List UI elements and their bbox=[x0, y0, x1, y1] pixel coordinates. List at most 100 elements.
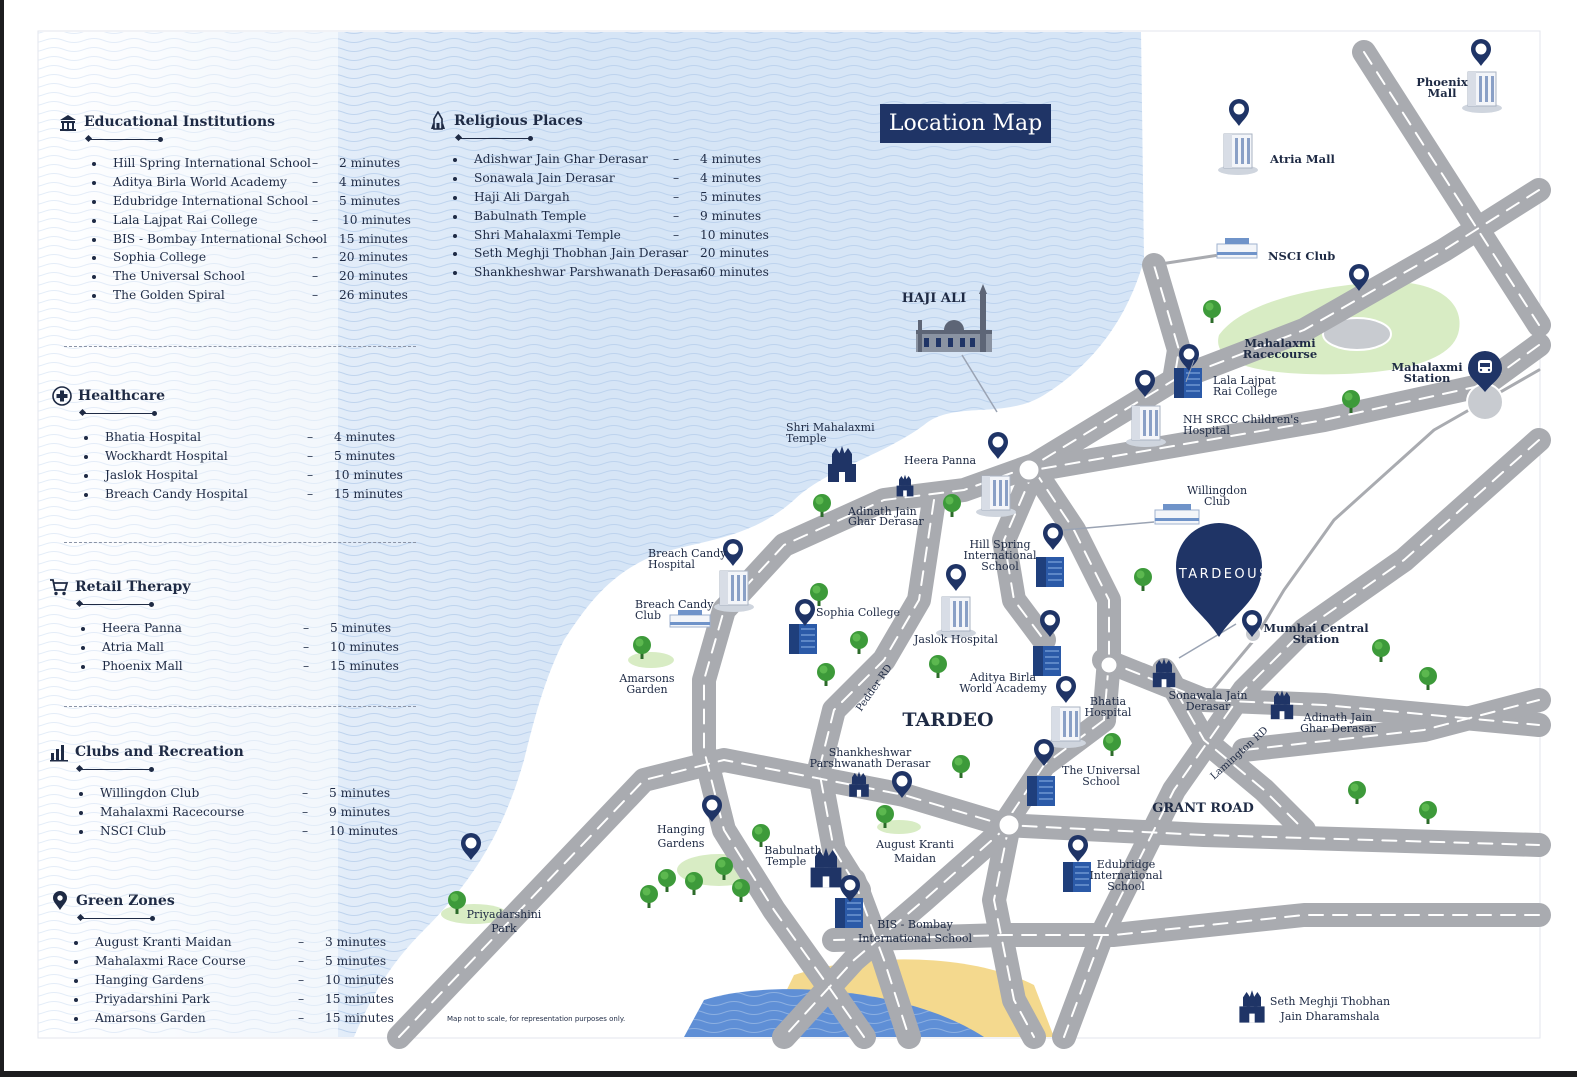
label-lala-lajpat: Lala Lajpat bbox=[1213, 374, 1276, 387]
section-separator bbox=[64, 346, 416, 347]
list-item: Phoenix Mall–15 minutes bbox=[81, 657, 409, 676]
svg-text:Jain Dharamshala: Jain Dharamshala bbox=[1279, 1010, 1380, 1023]
label-tardeo: TARDEO bbox=[902, 709, 993, 731]
svg-text:School: School bbox=[981, 560, 1019, 573]
willingdon-club-building bbox=[1154, 504, 1200, 525]
svg-text:Parshwanath Derasar: Parshwanath Derasar bbox=[810, 757, 931, 770]
svg-text:Club: Club bbox=[1204, 495, 1230, 508]
roundabout bbox=[996, 812, 1022, 838]
medical-cross-icon bbox=[52, 386, 72, 406]
temple-icon bbox=[431, 111, 445, 130]
svg-text:International School: International School bbox=[858, 932, 973, 945]
svg-text:Garden: Garden bbox=[626, 683, 667, 696]
list-item: The Golden Spiral–26 minutes bbox=[92, 286, 418, 305]
list-item: Shri Mahalaxmi Temple–10 minutes bbox=[453, 226, 788, 245]
august-kranti-area bbox=[877, 820, 921, 834]
list-item: Babulnath Temple–9 minutes bbox=[453, 207, 788, 226]
svg-text:International: International bbox=[964, 549, 1037, 562]
legend-green: Green Zones August Kranti Maidan–3 minut… bbox=[50, 891, 410, 1027]
breach-candy-hospital-building bbox=[713, 570, 755, 613]
section-title: Clubs and Recreation bbox=[75, 744, 244, 760]
label-atria-mall: Atria Mall bbox=[1269, 152, 1335, 166]
section-title: Retail Therapy bbox=[75, 579, 191, 595]
map-disclaimer: Map not to scale, for representation pur… bbox=[447, 1015, 626, 1023]
label-sonawala: Sonawala Jain bbox=[1169, 689, 1248, 702]
list-item: Wockhardt Hospital–5 minutes bbox=[84, 447, 412, 466]
svg-text:Park: Park bbox=[491, 922, 517, 935]
nh-srcc-building bbox=[1125, 405, 1167, 448]
svg-text:Temple: Temple bbox=[766, 855, 807, 868]
ornament-divider bbox=[78, 915, 155, 923]
list-item: Seth Meghji Thobhan Jain Derasar–20 minu… bbox=[453, 244, 788, 263]
label-adinath: Adinath Jain bbox=[847, 505, 917, 518]
jaslok-building bbox=[935, 596, 977, 639]
label-babulnath: Babulnath bbox=[764, 844, 821, 857]
atria-mall-building bbox=[1217, 133, 1259, 176]
label-aditya-birla: Aditya Birla bbox=[969, 671, 1037, 684]
section-title: Religious Places bbox=[454, 113, 583, 129]
nsci-club-building bbox=[1216, 238, 1258, 259]
shopping-pin-icon bbox=[1471, 39, 1491, 66]
ornament-divider bbox=[456, 135, 533, 143]
label-phoenix-mall: Phoenix bbox=[1416, 75, 1468, 89]
list-item: Heera Panna–5 minutes bbox=[81, 619, 409, 638]
label-haji-ali: HAJI ALI bbox=[902, 291, 966, 306]
section-separator bbox=[64, 706, 416, 707]
hill-spring-building bbox=[1035, 556, 1065, 588]
label-nh-srcc: NH SRCC Children's bbox=[1183, 413, 1299, 426]
roundabout bbox=[1016, 457, 1042, 483]
aditya-birla-building bbox=[1032, 645, 1062, 677]
label-heera-panna: Heera Panna bbox=[904, 454, 977, 467]
list-item: Sophia College–20 minutes bbox=[92, 248, 418, 267]
list-item: Adishwar Jain Ghar Derasar–4 minutes bbox=[453, 150, 788, 169]
svg-text:Ghar Derasar: Ghar Derasar bbox=[848, 515, 925, 528]
legend-retail: Retail Therapy Heera Panna–5 minutes Atr… bbox=[49, 577, 409, 676]
breach-candy-club-building bbox=[669, 610, 711, 628]
label-bis: BIS - Bombay bbox=[877, 918, 953, 931]
list-item: Mahalaxmi Racecourse–9 minutes bbox=[79, 803, 409, 822]
svg-text:Station: Station bbox=[1293, 632, 1340, 646]
svg-text:Gardens: Gardens bbox=[658, 837, 705, 850]
amarsons-area bbox=[628, 652, 674, 668]
legend-healthcare: Healthcare Bhatia Hospital–4 minutes Woc… bbox=[52, 386, 412, 504]
legend-education: Educational Institutions Hill Spring Int… bbox=[58, 112, 418, 305]
section-separator bbox=[64, 542, 416, 543]
svg-text:Derasar: Derasar bbox=[1186, 700, 1231, 713]
label-jaslok: Jaslok Hospital bbox=[913, 633, 998, 646]
svg-text:Mall: Mall bbox=[1428, 86, 1458, 100]
list-item: Willingdon Club–5 minutes bbox=[79, 784, 409, 803]
section-title: Educational Institutions bbox=[84, 114, 276, 130]
label-nsci-club: NSCI Club bbox=[1268, 249, 1335, 263]
bhatia-building bbox=[1045, 706, 1087, 749]
ornament-divider bbox=[80, 410, 157, 418]
list-item: Shankheshwar Parshwanath Derasar–60 minu… bbox=[453, 263, 788, 282]
label-bhatia: Bhatia bbox=[1090, 695, 1127, 708]
school-pin-icon bbox=[1043, 523, 1063, 550]
list-item: Priyadarshini Park–15 minutes bbox=[74, 990, 410, 1009]
label-sophia: Sophia College bbox=[816, 606, 900, 619]
list-item: Lala Lajpat Rai College–10 minutes bbox=[92, 211, 418, 230]
heera-panna-building bbox=[975, 475, 1017, 518]
svg-text:Station: Station bbox=[1404, 371, 1451, 385]
list-item: Edubridge International School–5 minutes bbox=[92, 192, 418, 211]
svg-text:Hospital: Hospital bbox=[648, 558, 695, 571]
label-stardeous: STARDEOUS bbox=[1168, 567, 1270, 582]
legend-religious: Religious Places Adishwar Jain Ghar Dera… bbox=[428, 111, 788, 282]
svg-text:Maidan: Maidan bbox=[894, 852, 936, 865]
label-priyadarshini: Priyadarshini bbox=[467, 908, 542, 921]
list-item: BIS - Bombay International School–15 min… bbox=[92, 230, 418, 249]
label-amarsons: Amarsons bbox=[618, 672, 675, 685]
svg-text:Rai College: Rai College bbox=[1213, 385, 1277, 398]
label-willingdon: Willingdon bbox=[1187, 484, 1247, 497]
ornament-divider bbox=[77, 601, 154, 609]
svg-text:World Academy: World Academy bbox=[959, 682, 1047, 695]
bar-chart-icon bbox=[50, 745, 68, 762]
adinath-temple-icon bbox=[896, 474, 914, 497]
list-item: Mahalaxmi Race Course–5 minutes bbox=[74, 952, 410, 971]
hospital-pin-icon bbox=[946, 564, 966, 591]
svg-text:Racecourse: Racecourse bbox=[1243, 347, 1317, 361]
label-shankheshwar: Shankheshwar bbox=[829, 746, 912, 759]
lala-lajpat-building bbox=[1173, 367, 1203, 399]
hospital-pin-icon bbox=[1056, 676, 1076, 703]
label-hanging-gardens: Hanging bbox=[657, 823, 705, 836]
